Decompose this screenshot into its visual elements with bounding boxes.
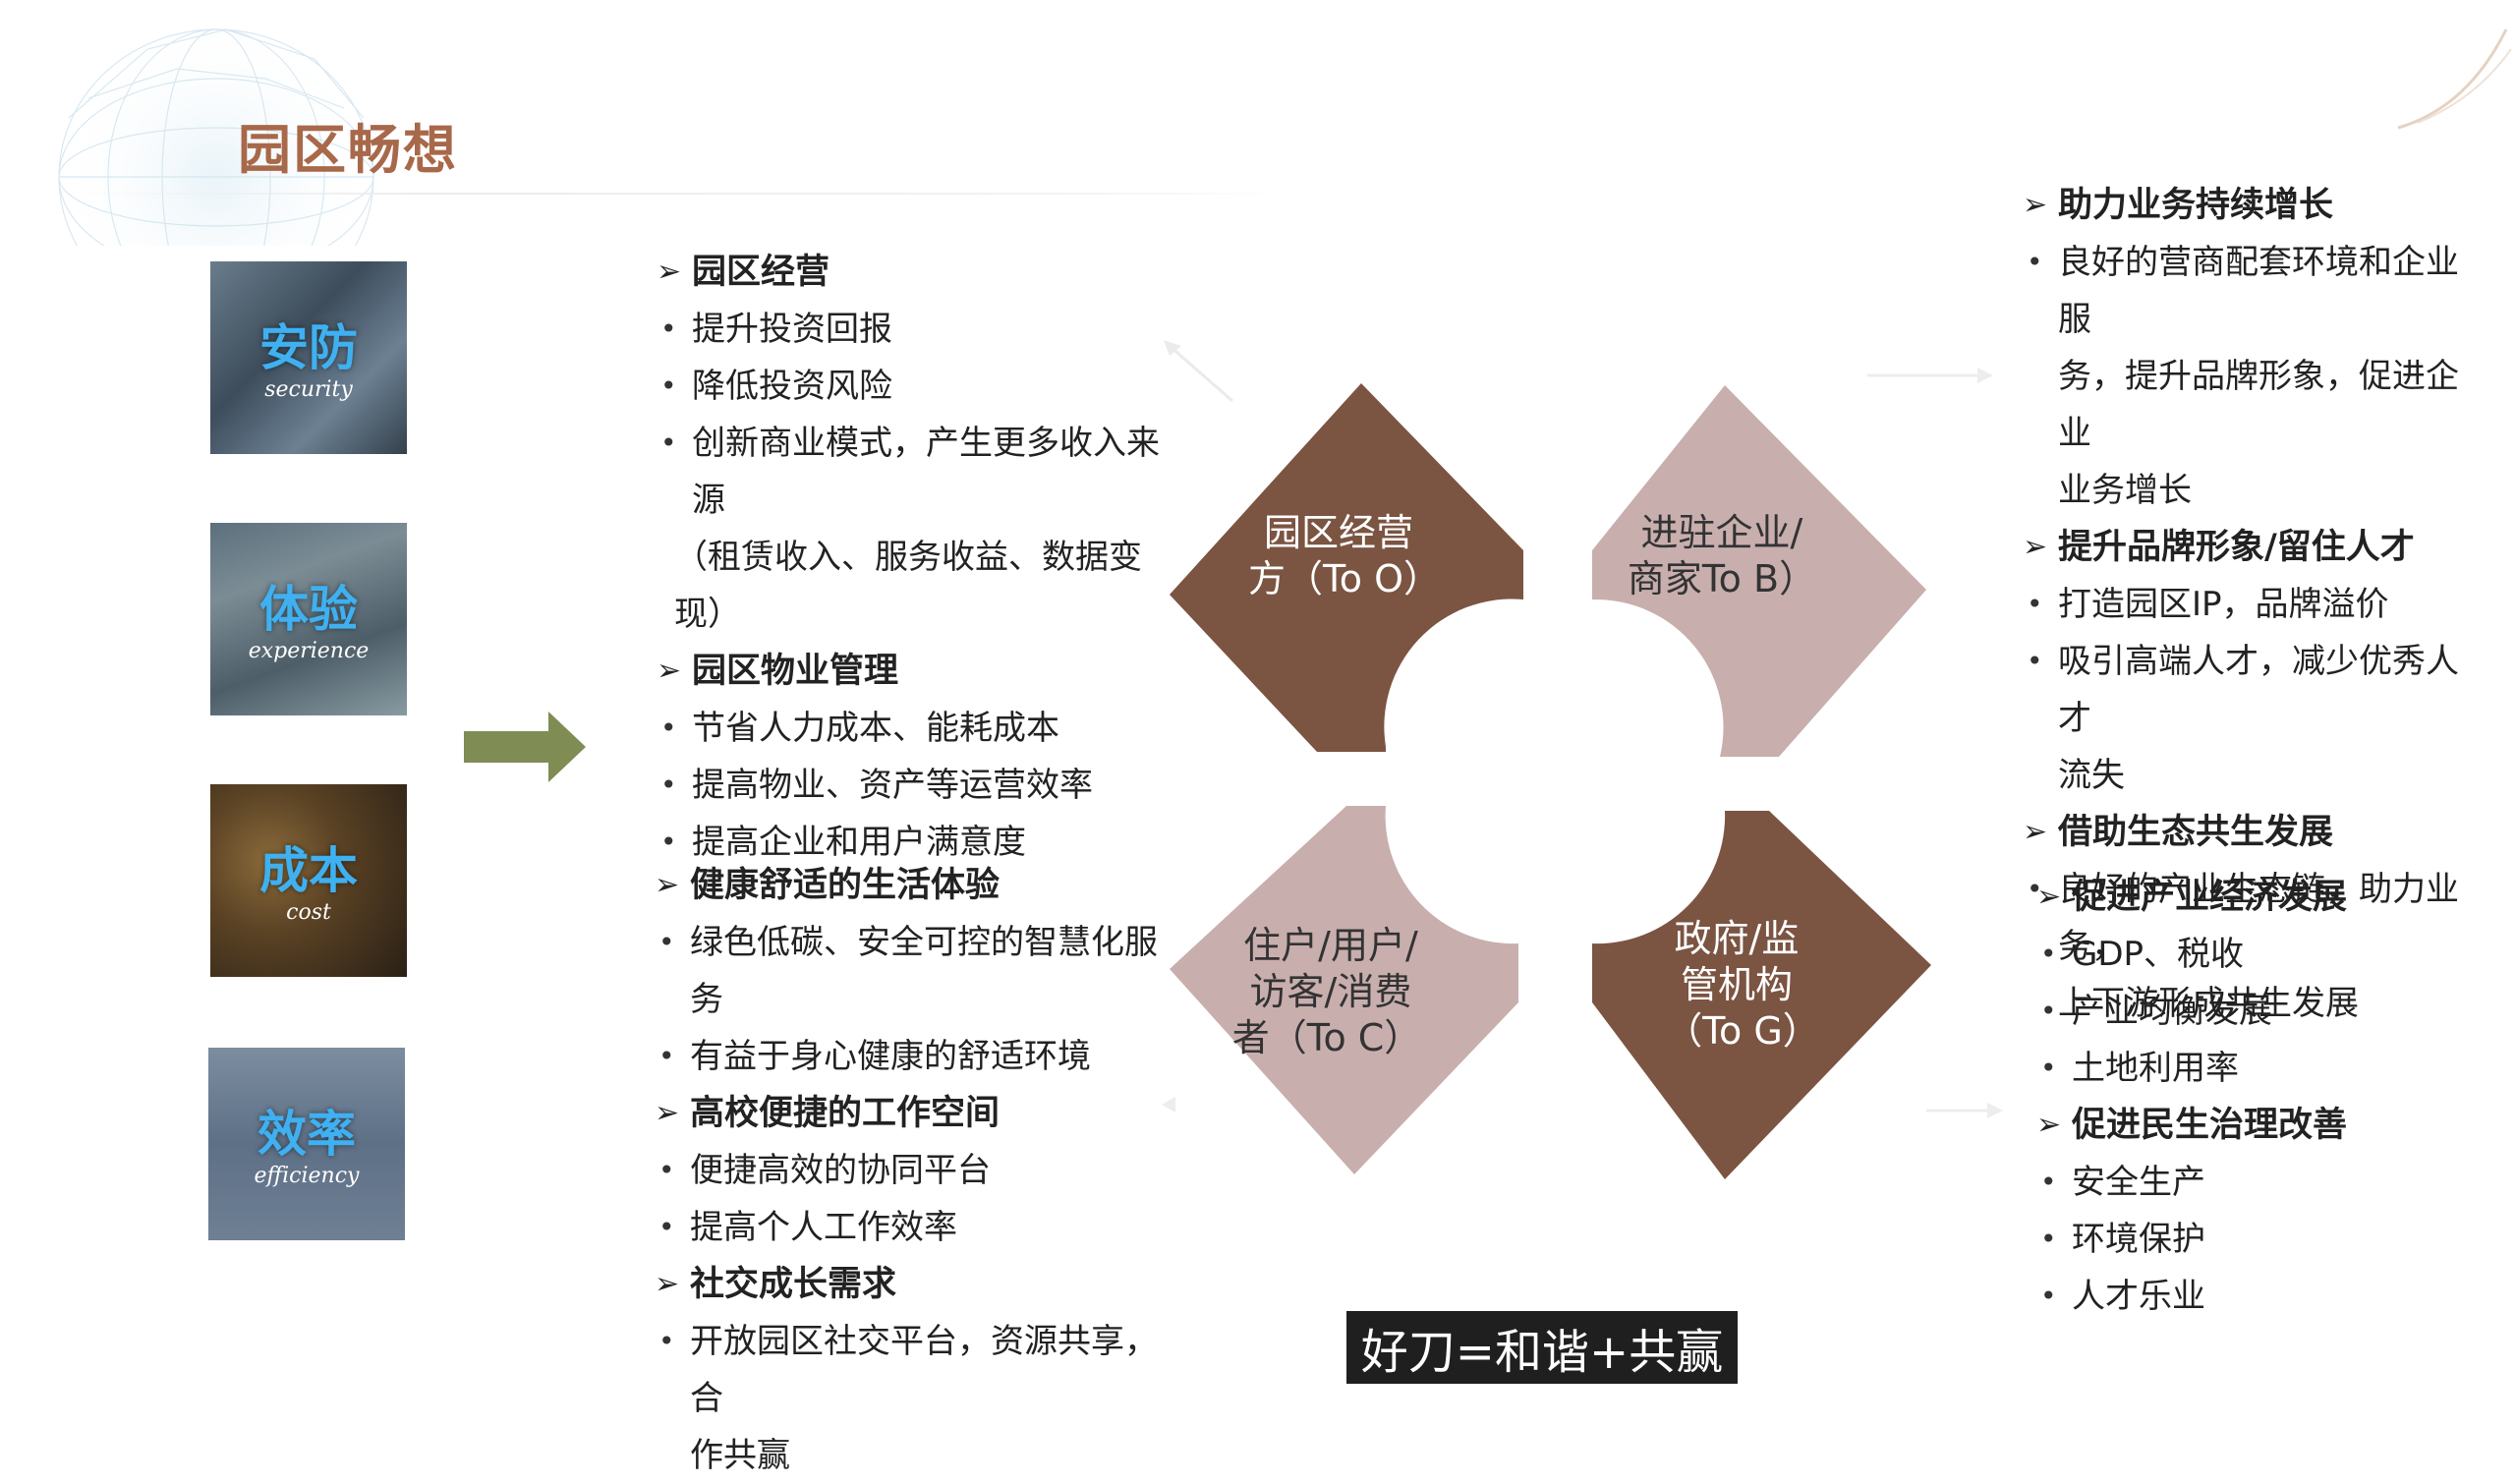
faint-arrow-icon [1926, 1103, 2003, 1118]
tile-cost-label: 成本 [259, 842, 358, 899]
quadrant-operator-label: 园区经营 方（To O） [1248, 511, 1441, 600]
bullet-item: 降低投资风险 [657, 358, 1187, 415]
bullet-item: 打造园区IP，品牌溢价 [2023, 576, 2485, 633]
bullet-item: 有益于身心健康的舒适环境 [655, 1028, 1185, 1085]
tile-experience: 体验 experience [210, 523, 407, 715]
bullet-item: GDP、税收 [2036, 926, 2488, 983]
globe-decoration [49, 10, 383, 246]
bullet-item: 人才乐业 [2036, 1268, 2488, 1325]
corner-decoration [2397, 29, 2512, 130]
heading-livelihood: 促进民生治理改善 [2036, 1097, 2488, 1154]
tile-security-sublabel: security [264, 377, 353, 402]
quadrant-operator [1170, 383, 1523, 752]
bullet-item: 土地利用率 [2036, 1040, 2488, 1097]
bullet-item: 提高个人工作效率 [655, 1199, 1185, 1256]
page-title: 园区畅想 [238, 119, 458, 181]
title-divider [59, 193, 1297, 195]
bullet-continuation: 业务增长 [2058, 471, 2192, 510]
quadrant-consumer [1170, 806, 1518, 1174]
bullet-item: 安全生产 [2036, 1154, 2488, 1211]
faint-arrow-icon [1164, 340, 1233, 403]
heading-work-space: 高校便捷的工作空间 [655, 1085, 1185, 1142]
bullet-continuation: 流失 [2058, 756, 2125, 795]
heading-industry-economy: 促进产业经济发展 [2036, 869, 2488, 926]
bullet-continuation: 务，提升品牌形象，促进企业 [2058, 357, 2459, 453]
bullet-item: 节省人力成本、能耗成本 [657, 700, 1187, 757]
heading-social-growth: 社交成长需求 [655, 1256, 1185, 1313]
faint-arrow-icon [1162, 1097, 1175, 1113]
heading-brand-talent: 提升品牌形象/留住人才 [2023, 519, 2485, 576]
consumer-benefits: 健康舒适的生活体验 绿色低碳、安全可控的智慧化服务 有益于身心健康的舒适环境 高… [655, 857, 1185, 1484]
stakeholder-diagram: 园区经营 方（To O） 进驻企业/ 商家To B） 住户/用户/ 访客/消费 … [1170, 383, 1931, 1179]
tile-cost: 成本 cost [210, 784, 407, 977]
bullet-item: 环境保护 [2036, 1211, 2488, 1268]
bullet-item: 创新商业模式，产生更多收入来源 [657, 415, 1187, 529]
heading-business-growth: 助力业务持续增长 [2023, 177, 2485, 234]
quadrant-consumer-label: 住户/用户/ 访客/消费 者（To C） [1232, 924, 1430, 1059]
quadrant-business-label: 进驻企业/ 商家To B） [1628, 511, 1816, 600]
tile-experience-sublabel: experience [248, 639, 370, 663]
bullet-item: 提升投资回报 [657, 301, 1187, 358]
quadrant-business [1592, 385, 1926, 757]
slogan-box: 好刀=和谐+共赢 [1346, 1311, 1738, 1384]
bullet-item: 产业均衡发展 [2036, 983, 2488, 1040]
heading-property-management: 园区物业管理 [657, 643, 1187, 700]
bullet-item: 开放园区社交平台，资源共享，合 [655, 1313, 1185, 1427]
bullet-item: 吸引高端人才，减少优秀人才 [2023, 633, 2485, 747]
heading-ecosystem: 借助生态共生发展 [2023, 804, 2485, 861]
tile-cost-sublabel: cost [286, 900, 331, 925]
operator-benefits: 园区经营 提升投资回报 降低投资风险 创新商业模式，产生更多收入来源 （租赁收入… [657, 244, 1187, 871]
bullet-continuation: 作共赢 [690, 1436, 790, 1475]
bullet-item: 便捷高效的协同平台 [655, 1142, 1185, 1199]
quadrant-government-label: 政府/监 管机构 （To G） [1665, 917, 1820, 1053]
quadrant-government [1592, 811, 1931, 1179]
tile-security-label: 安防 [259, 319, 358, 376]
faint-arrow-icon [1867, 368, 1993, 383]
bullet-continuation: （租赁收入、服务收益、数据变现） [674, 538, 1142, 634]
government-benefits: 促进产业经济发展 GDP、税收 产业均衡发展 土地利用率 促进民生治理改善 安全… [2036, 869, 2488, 1325]
heading-park-operation: 园区经营 [657, 244, 1187, 301]
tile-experience-label: 体验 [259, 581, 358, 638]
tile-efficiency-sublabel: efficiency [254, 1164, 360, 1188]
bullet-item: 绿色低碳、安全可控的智慧化服务 [655, 914, 1185, 1028]
tile-efficiency-label: 效率 [257, 1106, 356, 1163]
tile-security: 安防 security [210, 261, 407, 454]
bullet-item: 提高物业、资产等运营效率 [657, 757, 1187, 814]
bullet-item: 良好的营商配套环境和企业服 [2023, 234, 2485, 348]
right-arrow-icon [464, 712, 586, 782]
heading-living-experience: 健康舒适的生活体验 [655, 857, 1185, 914]
tile-efficiency: 效率 efficiency [208, 1048, 405, 1240]
